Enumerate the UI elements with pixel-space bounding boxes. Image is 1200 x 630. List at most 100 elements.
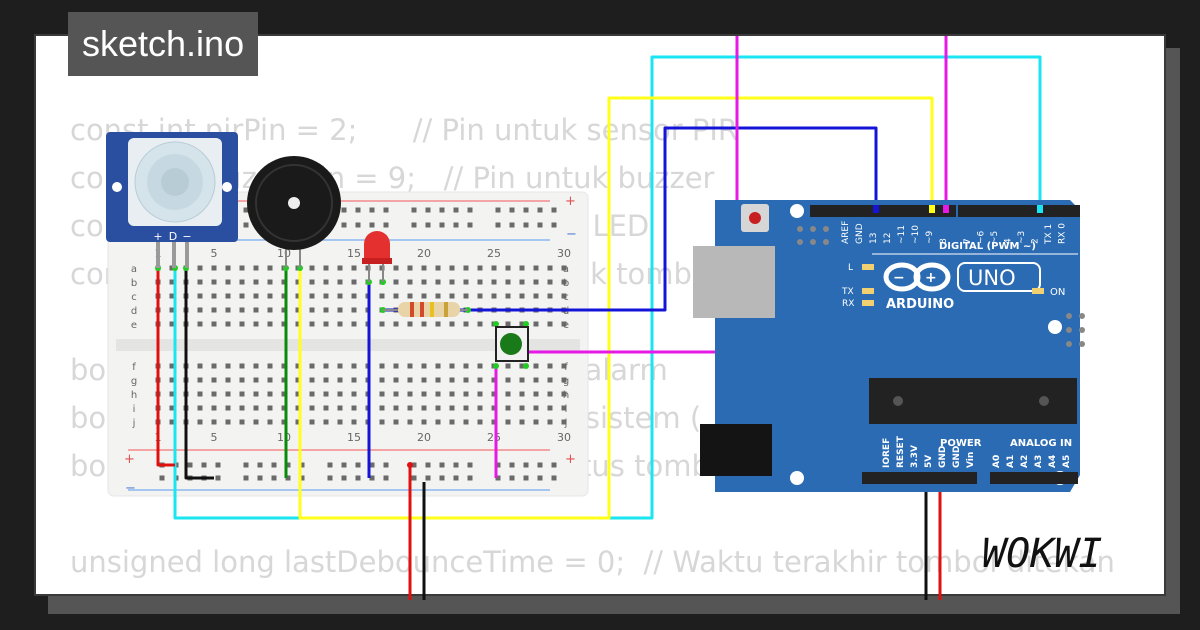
power-pin-label: 3.3V bbox=[910, 445, 920, 468]
digital-pin-label: GND bbox=[855, 223, 865, 244]
column-number: 25 bbox=[487, 247, 501, 260]
power-pin-label: 5V bbox=[924, 455, 934, 468]
digital-pin-label: 13 bbox=[869, 233, 879, 244]
led-label-tx: TX bbox=[841, 287, 854, 297]
resistor bbox=[383, 302, 468, 317]
analog-pin-label: A5 bbox=[1062, 455, 1072, 468]
row-letter: c bbox=[131, 292, 137, 303]
power-header bbox=[862, 472, 977, 484]
row-letter: d bbox=[131, 306, 137, 317]
analog-pin-label: A1 bbox=[1006, 455, 1016, 468]
digital-pin-label: ~11 bbox=[897, 225, 907, 244]
row-letter: c bbox=[563, 292, 569, 303]
wire-buzzer-yellow bbox=[298, 96, 934, 520]
power-pin-label: GND bbox=[938, 446, 948, 468]
digital-pin-label: 7 bbox=[963, 238, 973, 244]
rail-minus-label-bottom: − bbox=[125, 481, 136, 496]
digital-label: DIGITAL (PWM ~) bbox=[939, 241, 1036, 252]
wokwi-logo: WOKWI bbox=[982, 531, 1102, 577]
pir-pin-label-data: D bbox=[169, 230, 177, 243]
push-button bbox=[495, 326, 529, 362]
row-letter: h bbox=[131, 390, 137, 401]
wire-pir-gnd-black bbox=[184, 268, 214, 480]
power-pin-label: Vin bbox=[966, 452, 976, 468]
analog-pin-label: A0 bbox=[992, 455, 1002, 468]
row-letter: e bbox=[563, 320, 569, 331]
row-letter: a bbox=[131, 264, 137, 275]
digital-pin-label: 8 bbox=[939, 238, 949, 244]
digital-pin-label: RX 0 bbox=[1058, 223, 1068, 244]
row-letter: g bbox=[563, 376, 569, 387]
pir-pin-label-vcc: + bbox=[153, 230, 162, 243]
column-number: 20 bbox=[417, 247, 431, 260]
column-number: 30 bbox=[557, 431, 571, 444]
pir-sensor: + D − bbox=[106, 132, 238, 268]
row-letter: f bbox=[132, 362, 136, 373]
column-number: 15 bbox=[347, 247, 361, 260]
arduino-model: UNO bbox=[968, 266, 1016, 290]
code-line: unsigned long lastDebounceTime = 0; // W… bbox=[70, 545, 1115, 579]
svg-text:+: + bbox=[925, 270, 937, 286]
column-number: 10 bbox=[277, 247, 291, 260]
digital-pin-label: ~6 bbox=[977, 230, 987, 244]
row-letter: b bbox=[563, 278, 569, 289]
rail-plus-label-top: + bbox=[565, 194, 576, 209]
row-letter: a bbox=[563, 264, 569, 275]
digital-pin-label: ~5 bbox=[990, 231, 1000, 244]
power-label: POWER bbox=[940, 438, 982, 449]
row-letter: b bbox=[131, 278, 137, 289]
power-jack bbox=[700, 424, 772, 476]
row-letter: f bbox=[564, 362, 568, 373]
led-label-l: L bbox=[848, 263, 853, 273]
column-number: 30 bbox=[557, 247, 571, 260]
power-pin-label: GND bbox=[952, 446, 962, 468]
wire-led-blue bbox=[383, 126, 878, 312]
column-number: 20 bbox=[417, 431, 431, 444]
arduino-logo-text: ARDUINO bbox=[886, 297, 954, 312]
digital-pin-label: TX 1 bbox=[1044, 224, 1054, 245]
buzzer bbox=[247, 156, 341, 268]
breadboard-channel bbox=[116, 339, 580, 351]
digital-pin-label: 2 bbox=[1031, 238, 1041, 244]
digital-header-left bbox=[810, 205, 956, 217]
column-number: 5 bbox=[211, 431, 218, 444]
row-letter: g bbox=[131, 376, 137, 387]
arduino-logo: − + bbox=[883, 262, 951, 292]
code-line: unsigned long debounceDelay = 50; // Del… bbox=[70, 586, 1115, 594]
svg-text:−: − bbox=[893, 270, 905, 286]
analog-pin-label: A2 bbox=[1020, 455, 1030, 468]
rail-plus-label-bottom-right: + bbox=[565, 452, 576, 467]
column-number: 10 bbox=[277, 431, 291, 444]
row-letter: h bbox=[563, 390, 569, 401]
rail-minus-label-top: − bbox=[566, 227, 577, 242]
analog-label: ANALOG IN bbox=[1010, 438, 1072, 449]
rail-plus-label-bottom: + bbox=[124, 452, 135, 467]
row-letter: j bbox=[132, 418, 136, 429]
digital-pin-label: ~9 bbox=[925, 230, 935, 244]
file-tab: sketch.ino bbox=[68, 12, 259, 76]
power-pin-labels: IOREF RESET 3.3V 5V GND GND Vin bbox=[882, 435, 976, 468]
led-label-rx: RX bbox=[842, 299, 854, 309]
wire-pir-vcc-red bbox=[156, 268, 175, 467]
usb-port bbox=[693, 246, 775, 318]
digital-pin-label: ~3 bbox=[1017, 231, 1027, 244]
digital-pin-label: ~10 bbox=[911, 225, 921, 244]
arduino-wire-endpoints bbox=[873, 205, 1043, 213]
analog-pin-label: A3 bbox=[1034, 455, 1044, 468]
digital-pin-label: 12 bbox=[883, 233, 893, 244]
column-number: 15 bbox=[347, 431, 361, 444]
power-pin-label: IOREF bbox=[882, 438, 892, 468]
digital-pin-label: 4 bbox=[1004, 238, 1014, 244]
led-label-on: ON bbox=[1050, 287, 1065, 298]
power-pin-label: RESET bbox=[896, 435, 906, 468]
digital-pin-label: AREF bbox=[841, 221, 851, 244]
analog-pin-label: A4 bbox=[1048, 455, 1058, 468]
row-letter: i bbox=[133, 404, 136, 415]
wire-pir-signal-cyan bbox=[173, 55, 1042, 520]
row-letter: e bbox=[131, 320, 137, 331]
